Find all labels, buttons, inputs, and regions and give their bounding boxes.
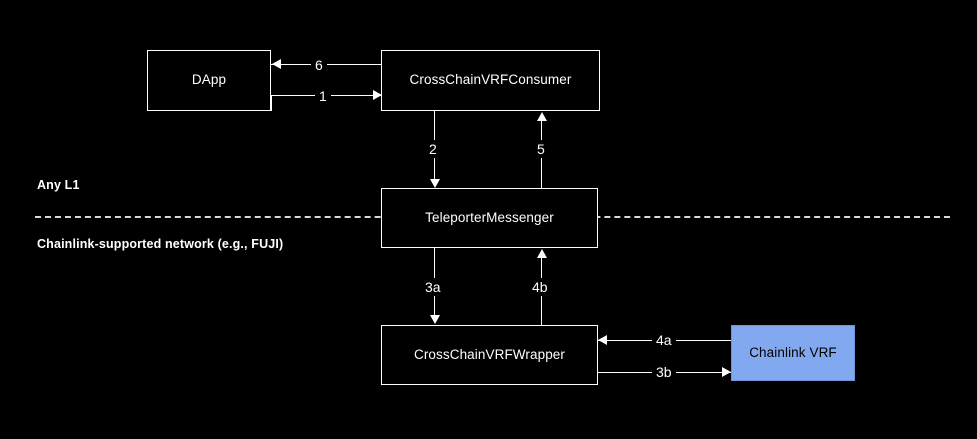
edge-label-5: 5 (533, 140, 549, 158)
edge-line-6 (271, 64, 383, 65)
edge-label-3a: 3a (421, 278, 445, 296)
edge-arrowhead-3b (722, 367, 731, 377)
node-crosschain-vrf-wrapper[interactable]: CrossChainVRFWrapper (381, 325, 598, 385)
node-teleporter-messenger[interactable]: TeleporterMessenger (381, 188, 598, 248)
edge-label-1: 1 (315, 87, 331, 105)
edge-arrowhead-5 (537, 112, 547, 121)
edge-label-6: 6 (311, 56, 327, 74)
node-chainlink-vrf[interactable]: Chainlink VRF (731, 325, 855, 381)
edge-arrowhead-4b (537, 249, 547, 258)
edge-arrowhead-4a (598, 335, 607, 345)
edge-label-4b: 4b (528, 278, 552, 296)
zone-label-chainlink-network: Chainlink-supported network (e.g., FUJI) (37, 237, 284, 251)
edge-label-2: 2 (425, 140, 441, 158)
edge-arrowhead-3a (430, 315, 440, 324)
node-dapp[interactable]: DApp (147, 50, 271, 111)
edge-arrowhead-1 (373, 90, 382, 100)
edge-arrowhead-2 (430, 179, 440, 188)
edge-stub-1-source (271, 95, 272, 111)
zone-label-any-l1: Any L1 (37, 178, 80, 192)
edge-label-3b: 3b (652, 363, 676, 381)
edge-arrowhead-6 (272, 59, 281, 69)
edge-label-4a: 4a (652, 331, 676, 349)
node-crosschain-vrf-consumer[interactable]: CrossChainVRFConsumer (381, 50, 600, 111)
